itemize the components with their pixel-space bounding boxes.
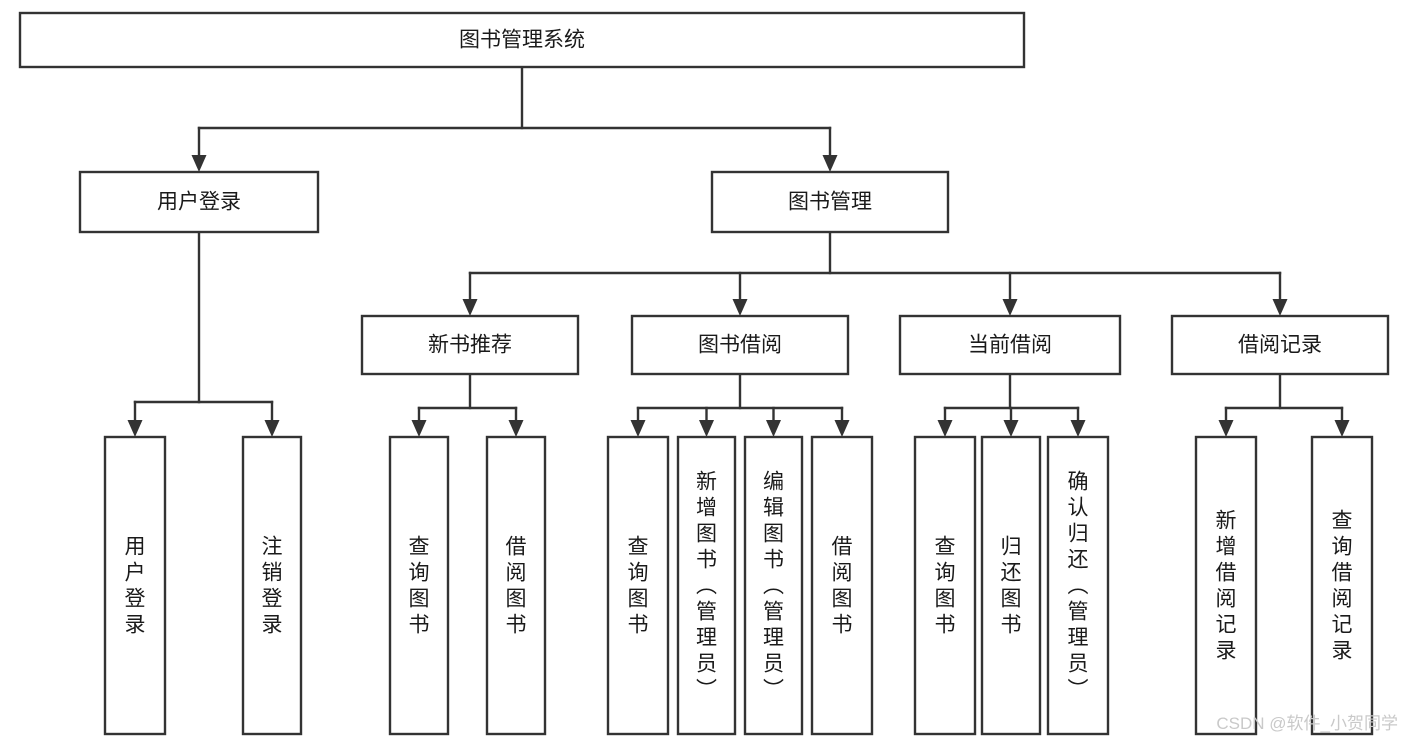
node-book-management[interactable]: 图书管理: [710, 170, 950, 234]
node-leaf-edit-book-admin[interactable]: 编辑图书︵管理员︶: [743, 435, 804, 736]
node-label-leaf-edit-book-admin: 编辑图书︵管理员︶: [763, 471, 784, 702]
node-leaf-add-book-admin[interactable]: 新增图书︵管理员︶: [676, 435, 737, 736]
connector-group-borrow-record: [1218, 372, 1350, 437]
node-label-leaf-user-logout: 注销登录: [262, 536, 283, 637]
node-label-leaf-add-borrow-record: 新增借阅记录: [1216, 510, 1237, 663]
arrow-head-icon: [1070, 420, 1086, 437]
connector-layer: [127, 65, 1350, 437]
arrow-head-icon: [699, 420, 714, 437]
node-current-borrow[interactable]: 当前借阅: [898, 314, 1122, 376]
node-label-root: 图书管理系统: [459, 29, 585, 52]
node-label-book-management: 图书管理: [788, 191, 872, 214]
node-box-root: [18, 11, 1026, 69]
arrow-head-icon: [508, 420, 524, 437]
node-box-leaf-query-borrow-record: [1310, 435, 1374, 736]
node-leaf-query-book-rec[interactable]: 查询图书: [388, 435, 450, 736]
connector-group-current-borrow: [937, 372, 1086, 437]
node-box-book-borrow: [630, 314, 850, 376]
arrow-head-icon: [732, 299, 748, 316]
connector-group-book-management: [462, 230, 1288, 316]
node-box-leaf-user-login: [103, 435, 167, 736]
node-label-leaf-query-borrow-record: 查询借阅记录: [1332, 510, 1353, 663]
node-box-leaf-user-logout: [241, 435, 303, 736]
node-box-leaf-confirm-return-admin: [1046, 435, 1110, 736]
arrow-head-icon: [822, 155, 838, 172]
node-label-leaf-add-book-admin: 新增图书︵管理员︶: [696, 471, 717, 702]
node-box-borrow-record: [1170, 314, 1390, 376]
arrow-head-icon: [1334, 420, 1350, 437]
node-box-leaf-query-book-bor: [606, 435, 670, 736]
node-label-borrow-record: 借阅记录: [1238, 334, 1322, 357]
connector-group-new-book-recommend: [411, 372, 524, 437]
connector-group-user-login: [127, 230, 280, 437]
node-label-leaf-query-book-rec: 查询图书: [409, 536, 430, 637]
node-box-leaf-borrow-book-bor: [810, 435, 874, 736]
arrow-head-icon: [411, 420, 427, 437]
node-user-login[interactable]: 用户登录: [78, 170, 320, 234]
node-label-leaf-confirm-return-admin: 确认归还︵管理员︶: [1068, 471, 1089, 702]
arrow-head-icon: [264, 420, 280, 437]
arrow-head-icon: [127, 420, 143, 437]
node-label-user-login: 用户登录: [157, 191, 241, 214]
arrow-head-icon: [937, 420, 953, 437]
node-box-current-borrow: [898, 314, 1122, 376]
node-label-leaf-borrow-book-bor: 借阅图书: [832, 536, 853, 637]
arrow-head-icon: [462, 299, 478, 316]
node-box-leaf-add-borrow-record: [1194, 435, 1258, 736]
node-label-leaf-user-login: 用户登录: [125, 536, 146, 637]
connector-group-book-borrow: [630, 372, 850, 437]
node-leaf-query-book-bor[interactable]: 查询图书: [606, 435, 670, 736]
node-leaf-user-logout[interactable]: 注销登录: [241, 435, 303, 736]
node-leaf-user-login[interactable]: 用户登录: [103, 435, 167, 736]
arrow-head-icon: [1272, 299, 1288, 316]
node-box-leaf-borrow-book-rec: [485, 435, 547, 736]
node-box-leaf-query-book-cur: [913, 435, 977, 736]
node-leaf-borrow-book-rec[interactable]: 借阅图书: [485, 435, 547, 736]
node-leaf-return-book[interactable]: 归还图书: [980, 435, 1042, 736]
node-label-new-book-recommend: 新书推荐: [428, 334, 512, 357]
node-new-book-recommend[interactable]: 新书推荐: [360, 314, 580, 376]
node-label-current-borrow: 当前借阅: [968, 334, 1052, 357]
node-label-book-borrow: 图书借阅: [698, 334, 782, 357]
node-box-new-book-recommend: [360, 314, 580, 376]
node-box-book-management: [710, 170, 950, 234]
arrow-head-icon: [834, 420, 850, 437]
arrow-head-icon: [191, 155, 207, 172]
node-borrow-record[interactable]: 借阅记录: [1170, 314, 1390, 376]
node-box-leaf-query-book-rec: [388, 435, 450, 736]
node-root[interactable]: 图书管理系统: [18, 11, 1026, 69]
node-label-leaf-query-book-bor: 查询图书: [628, 536, 649, 637]
node-leaf-add-borrow-record[interactable]: 新增借阅记录: [1194, 435, 1258, 736]
node-layer: 图书管理系统用户登录图书管理新书推荐图书借阅当前借阅借阅记录用户登录注销登录查询…: [18, 11, 1390, 736]
node-label-leaf-return-book: 归还图书: [1001, 536, 1022, 637]
csdn-watermark: CSDN @软件_小贺同学: [1216, 714, 1398, 733]
arrow-head-icon: [630, 420, 646, 437]
node-label-leaf-borrow-book-rec: 借阅图书: [506, 536, 527, 637]
arrow-head-icon: [766, 420, 781, 437]
node-box-user-login: [78, 170, 320, 234]
arrow-head-icon: [1003, 420, 1019, 437]
node-leaf-query-book-cur[interactable]: 查询图书: [913, 435, 977, 736]
node-box-leaf-add-book-admin: [676, 435, 737, 736]
node-book-borrow[interactable]: 图书借阅: [630, 314, 850, 376]
node-box-leaf-edit-book-admin: [743, 435, 804, 736]
node-leaf-query-borrow-record[interactable]: 查询借阅记录: [1310, 435, 1374, 736]
node-leaf-confirm-return-admin[interactable]: 确认归还︵管理员︶: [1046, 435, 1110, 736]
arrow-head-icon: [1002, 299, 1018, 316]
connector-group-root: [191, 65, 838, 172]
node-box-leaf-return-book: [980, 435, 1042, 736]
arrow-head-icon: [1218, 420, 1234, 437]
node-leaf-borrow-book-bor[interactable]: 借阅图书: [810, 435, 874, 736]
node-label-leaf-query-book-cur: 查询图书: [935, 536, 956, 637]
